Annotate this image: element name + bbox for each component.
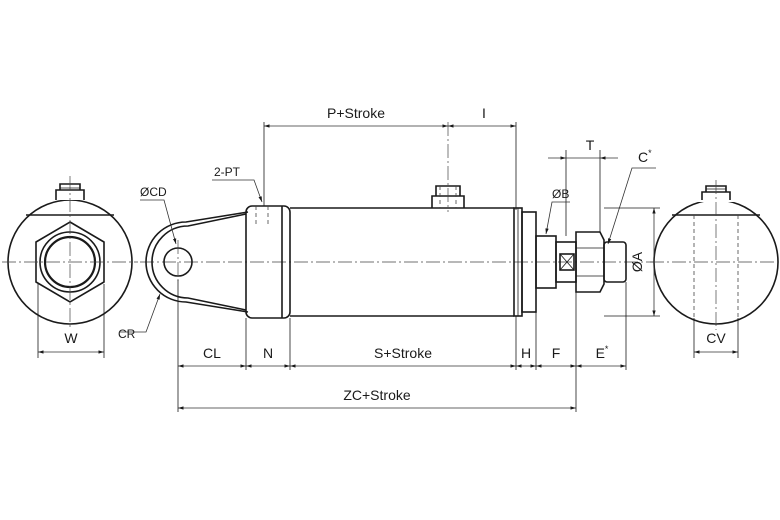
left-end-view: W [2, 176, 138, 358]
dim-cd-label: ØCD [140, 185, 167, 199]
dim-w-label: W [64, 330, 78, 346]
dim-zc-stroke-label: ZC+Stroke [343, 387, 411, 403]
top-dimensions: P+Stroke I T C* 2-PT ØCD ØB ØA CR [118, 105, 660, 341]
dim-p-stroke-label: P+Stroke [327, 105, 385, 121]
dim-cl-label: CL [203, 345, 221, 361]
dim-a-label: ØA [629, 251, 645, 272]
dim-i-label: I [482, 105, 486, 121]
dim-b-label: ØB [552, 187, 569, 201]
dim-c-label: C* [638, 148, 652, 165]
dim-h-label: H [521, 345, 531, 361]
dim-e-label: E* [596, 344, 609, 361]
bottom-dimensions: CL N S+Stroke H F E* ZC+Stroke [177, 280, 627, 412]
right-end-view: CV [650, 180, 780, 358]
cylinder-side-view [140, 122, 655, 319]
dim-f-label: F [552, 345, 561, 361]
dim-n-label: N [263, 345, 273, 361]
dim-cv-label: CV [706, 330, 726, 346]
dim-2pt-label: 2-PT [214, 165, 241, 179]
dim-cr-label: CR [118, 327, 136, 341]
dim-s-stroke-label: S+Stroke [374, 345, 432, 361]
dim-t-label: T [586, 137, 595, 153]
